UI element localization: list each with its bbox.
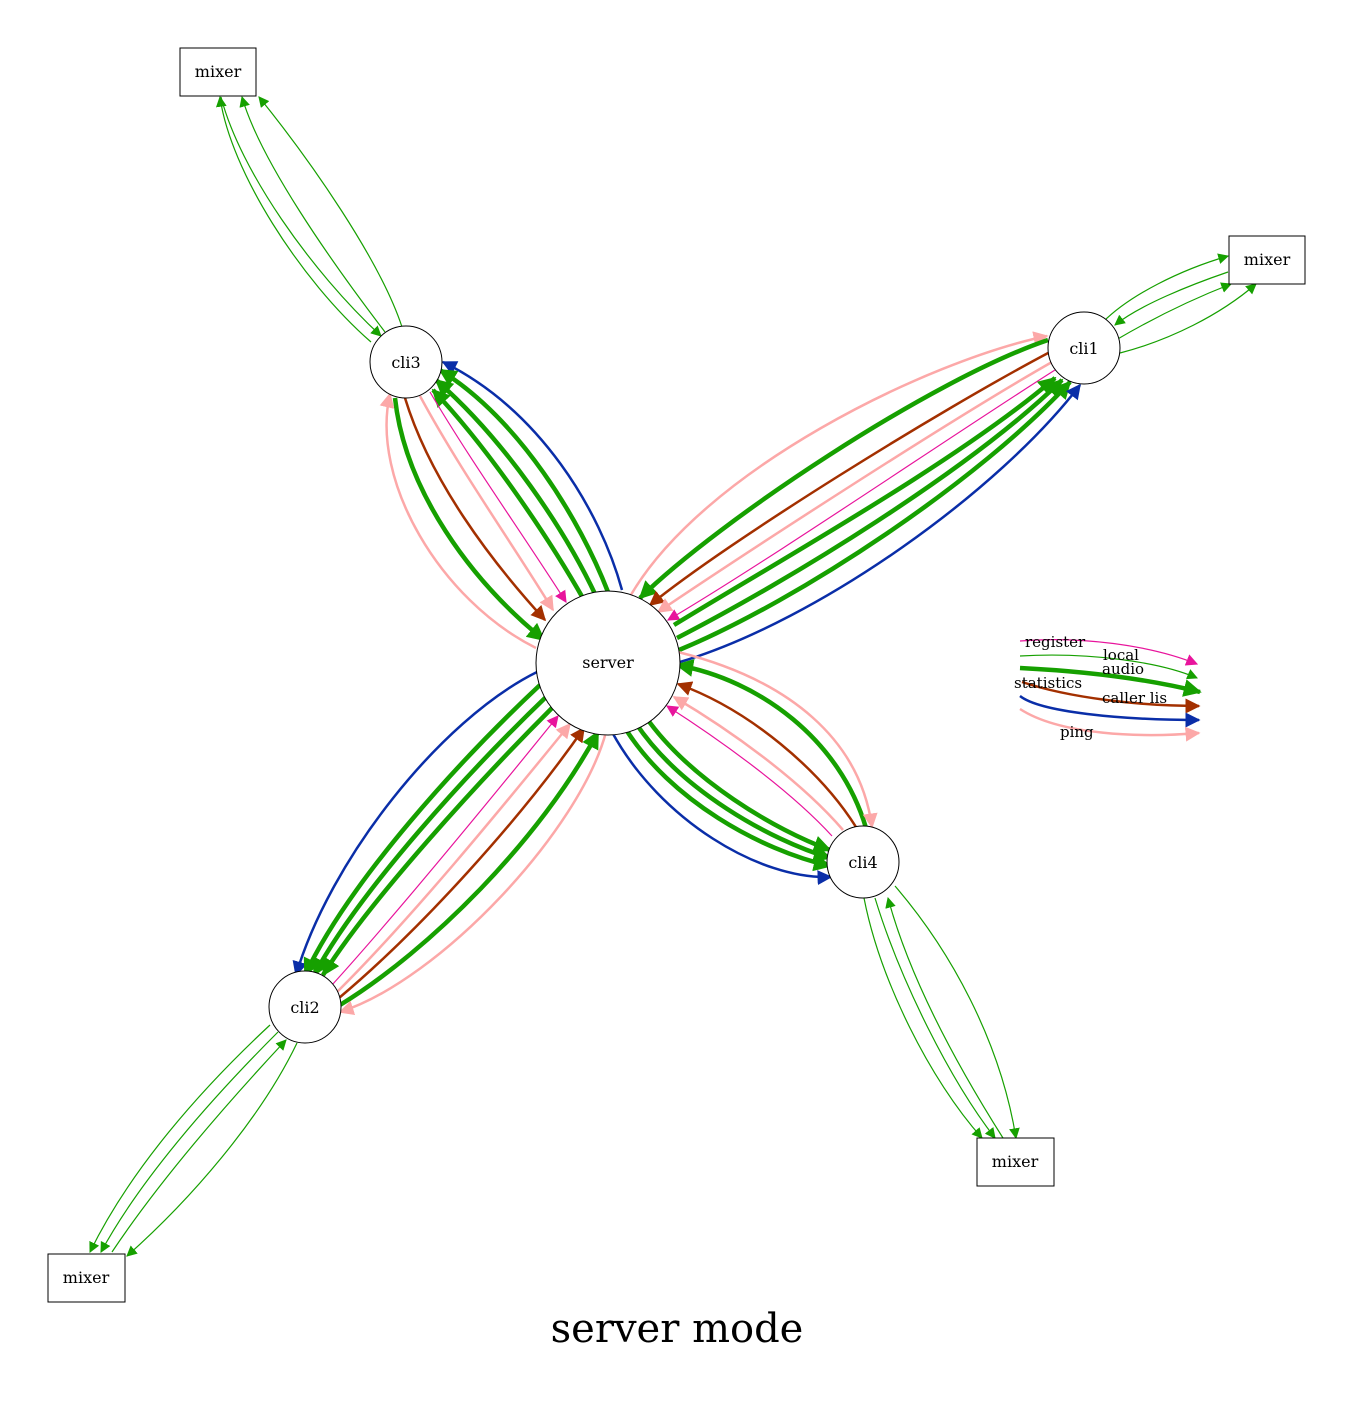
edges-cli4-mixer	[863, 885, 1020, 1140]
legend-audio-label: audio	[1102, 660, 1144, 678]
edge-caller-cli1-server	[648, 350, 1051, 606]
edge-local-mixer-cli3	[220, 96, 382, 337]
legend-statistics-line	[1019, 694, 1201, 728]
edge-register-cli1-server	[666, 369, 1056, 621]
edge-ping-cli3-server	[418, 395, 555, 612]
edge-audio-server-cli3-2	[434, 378, 599, 597]
legend-ping-line	[1019, 707, 1201, 742]
edge-local-mixer-cli1	[1114, 271, 1229, 326]
edges-server-cli3	[379, 360, 624, 650]
edge-ping-server-cli2	[338, 731, 608, 1016]
edge-caller-cli2-server	[338, 726, 586, 999]
edge-audio-cli2-server	[338, 730, 600, 1007]
edge-caller-cli3-server	[403, 397, 547, 622]
edge-audio-server-cli2-2	[312, 695, 548, 977]
edge-local-cli4-mixer-3	[894, 885, 1020, 1140]
edge-caller-cli4-server	[676, 681, 858, 828]
legend-caller-label: caller lis	[1102, 689, 1167, 707]
edge-audio-cli3-server	[392, 397, 546, 642]
edge-register-cli2-server	[331, 715, 559, 986]
edge-audio-server-cli4-3	[643, 714, 832, 853]
edge-local-cli4-mixer-1	[863, 897, 983, 1139]
legend-ping-label: ping	[1060, 723, 1094, 741]
node-cli2: cli2	[268, 970, 342, 1044]
edge-local-mixer-cli4	[885, 896, 1004, 1139]
edge-local-cli3-mixer-2	[239, 95, 386, 333]
node-cli2-label: cli2	[290, 998, 319, 1017]
node-server-label: server	[582, 653, 634, 672]
legend: register local audio statistics caller l…	[1014, 633, 1202, 742]
edge-statistics-server-cli3	[441, 360, 624, 591]
node-cli1-label: cli1	[1069, 339, 1098, 358]
legend-local-line	[1019, 654, 1198, 680]
edge-register-cli4-server	[665, 705, 833, 837]
node-cli3: cli3	[369, 325, 443, 399]
edge-audio-server-cli3-1	[438, 368, 611, 593]
edge-statistics-server-cli1	[679, 383, 1081, 664]
node-mixer-cli3: mixer	[179, 47, 257, 97]
edge-statistics-server-cli2	[292, 670, 538, 977]
edges-server-cli2	[292, 670, 608, 1016]
edge-local-cli3-mixer-3	[258, 96, 403, 328]
node-cli4: cli4	[826, 825, 900, 899]
edge-local-cli1-mixer-2	[1115, 282, 1233, 341]
diagram-title: server mode	[551, 1306, 804, 1352]
edge-audio-server-cli1-2	[675, 378, 1064, 641]
edge-ping-cli1-server	[656, 360, 1053, 614]
edge-audio-server-cli1-1	[672, 376, 1057, 627]
node-mixer-cli4-label: mixer	[992, 1152, 1039, 1171]
edge-audio-server-cli3-3	[431, 388, 586, 602]
edge-ping-server-cli4	[677, 650, 878, 829]
edge-audio-cli4-server	[675, 659, 869, 829]
edge-register-cli3-server	[429, 391, 567, 604]
edge-local-cli2-mixer-2	[100, 1031, 279, 1253]
node-mixer-cli3-label: mixer	[195, 62, 242, 81]
node-cli4-label: cli4	[848, 853, 877, 872]
edge-local-cli1-mixer-1	[1102, 253, 1230, 323]
legend-register-line	[1019, 639, 1199, 666]
edge-audio-cli1-server	[638, 337, 1049, 600]
node-mixer-cli2-label: mixer	[63, 1268, 110, 1287]
edges-cli3-mixer	[215, 95, 403, 343]
node-mixer-cli4: mixer	[976, 1137, 1055, 1187]
edge-ping-server-cli3	[379, 392, 537, 650]
edge-audio-server-cli2-1	[302, 683, 542, 977]
edge-ping-cli4-server	[672, 695, 844, 831]
edge-local-cli2-mixer-1	[89, 1024, 271, 1253]
legend-caller-line	[1021, 680, 1201, 714]
node-cli3-label: cli3	[391, 353, 420, 372]
edge-ping-server-cli1	[626, 331, 1049, 601]
edge-ping-cli2-server	[335, 722, 571, 994]
edges-server-cli4	[610, 650, 878, 886]
edge-audio-server-cli1-3	[678, 380, 1072, 653]
edge-audio-server-cli4-1	[623, 726, 832, 872]
node-mixer-cli1-label: mixer	[1244, 250, 1291, 269]
node-mixer-cli1: mixer	[1228, 235, 1306, 285]
edge-local-cli3-mixer-1	[215, 95, 372, 343]
node-mixer-cli2: mixer	[47, 1253, 126, 1303]
edge-local-cli4-mixer-2	[874, 897, 996, 1139]
edges-cli1-mixer	[1102, 253, 1257, 354]
edge-statistics-server-cli4	[610, 731, 833, 886]
legend-audio-line	[1019, 665, 1202, 697]
legend-local-label: local	[1103, 646, 1139, 664]
edge-local-cli2-mixer-3	[126, 1042, 298, 1257]
legend-register-label: register	[1025, 633, 1086, 651]
edge-local-cli1-mixer-3	[1119, 283, 1257, 354]
edges-cli2-mixer	[89, 1024, 298, 1257]
edges-server-cli1	[626, 331, 1081, 664]
node-server: server	[535, 590, 681, 736]
edge-local-mixer-cli2	[111, 1039, 287, 1253]
edge-audio-server-cli4-2	[633, 720, 832, 862]
legend-statistics-label: statistics	[1014, 674, 1082, 692]
node-cli1: cli1	[1047, 311, 1121, 385]
edge-audio-server-cli2-3	[321, 706, 554, 977]
